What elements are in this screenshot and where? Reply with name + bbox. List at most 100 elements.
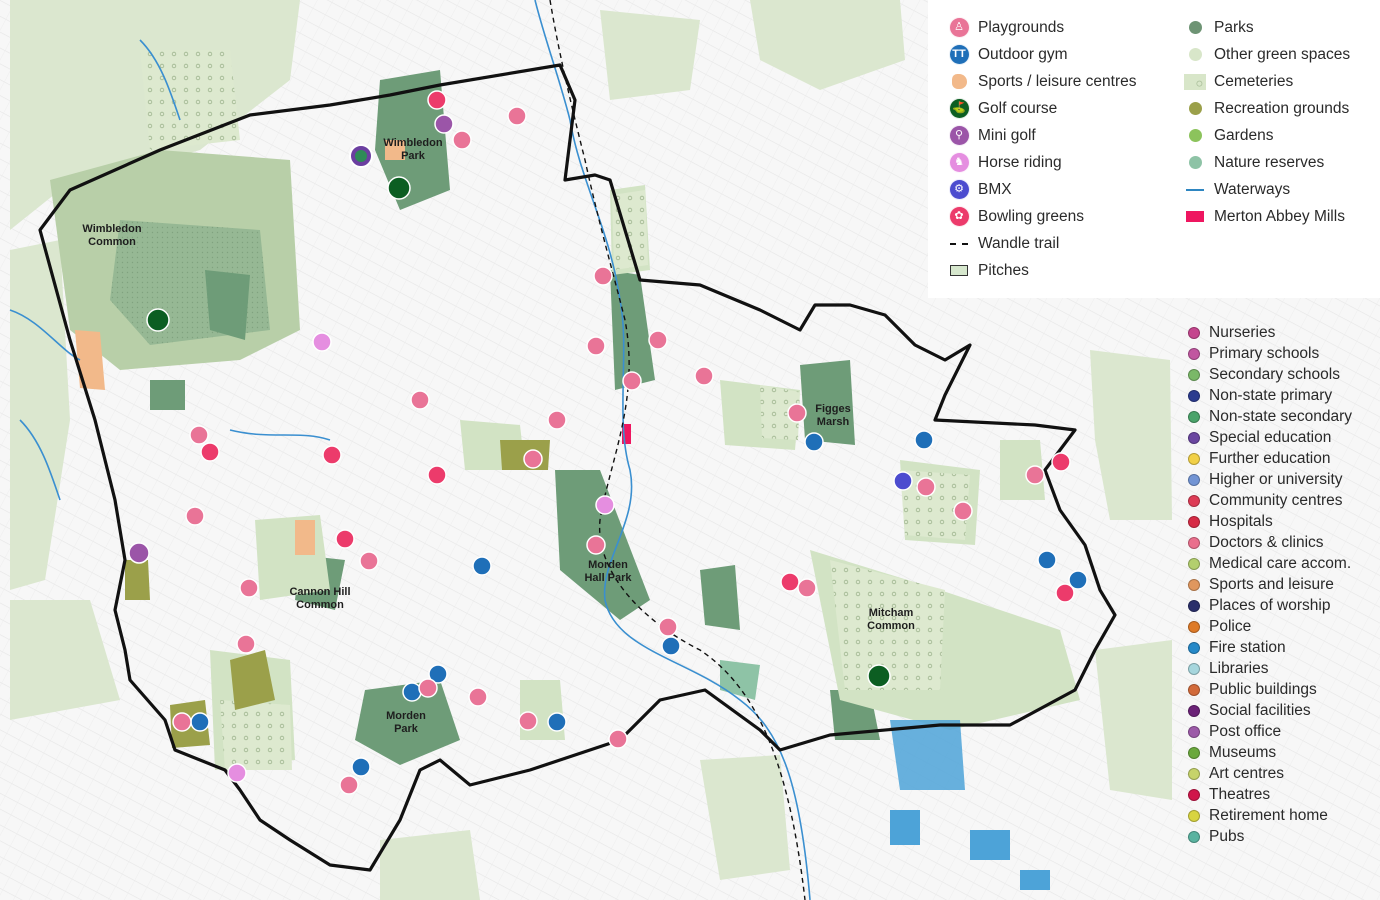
- facility-label: Hospitals: [1209, 512, 1273, 530]
- outdoor-gym-icon[interactable]: [914, 430, 934, 450]
- bowling-green-icon[interactable]: [1051, 452, 1071, 472]
- playground-icon[interactable]: [468, 687, 488, 707]
- playground-icon[interactable]: [797, 578, 817, 598]
- horse-riding-icon[interactable]: [595, 495, 615, 515]
- outdoor-gym-icon[interactable]: [1037, 550, 1057, 570]
- playground-icon[interactable]: [658, 617, 678, 637]
- bowling-green-icon[interactable]: [335, 529, 355, 549]
- bmx-icon[interactable]: [893, 471, 913, 491]
- legend-label: Horse riding: [978, 153, 1062, 171]
- playground-icon[interactable]: [593, 266, 613, 286]
- borough-boundary: [38, 63, 1117, 872]
- facility-legend-item: Libraries: [1172, 658, 1380, 679]
- legend-item: Gardens: [1184, 122, 1350, 149]
- parks-icon: [1184, 17, 1206, 39]
- facility-legend-item: Medical care accom.: [1172, 553, 1380, 574]
- facility-label: Primary schools: [1209, 344, 1320, 362]
- playground-icon[interactable]: [339, 775, 359, 795]
- playground-icon[interactable]: [236, 634, 256, 654]
- bowling-green-icon[interactable]: [780, 572, 800, 592]
- playground-icon[interactable]: [953, 501, 973, 521]
- legend-item: ⚙BMX: [948, 176, 1137, 203]
- facility-dot-icon: [1188, 662, 1200, 675]
- bowling-green-icon[interactable]: [322, 445, 342, 465]
- legend-label: Nature reserves: [1214, 153, 1325, 171]
- playground-icon[interactable]: [787, 403, 807, 423]
- golf-course-icon[interactable]: [387, 176, 411, 200]
- golf-course-icon[interactable]: [146, 308, 170, 332]
- playground-icon[interactable]: [185, 506, 205, 526]
- facility-dot-icon: [1188, 494, 1200, 507]
- facility-legend-item: Non-state secondary: [1172, 406, 1380, 427]
- golf-course-icon[interactable]: [867, 664, 891, 688]
- playground-icon[interactable]: [427, 90, 447, 110]
- facility-dot-icon: [1188, 767, 1200, 780]
- playground-icon[interactable]: [410, 390, 430, 410]
- outdoor-gym-icon[interactable]: [1068, 570, 1088, 590]
- facility-dot-icon: [1188, 704, 1200, 717]
- outdoor-gym-icon[interactable]: [472, 556, 492, 576]
- bowling-green-icon[interactable]: [200, 442, 220, 462]
- outdoor-gym-icon[interactable]: [351, 757, 371, 777]
- playground-icon[interactable]: [189, 425, 209, 445]
- facility-dot-icon: [1188, 641, 1200, 654]
- legend-item: Parks: [1184, 14, 1350, 41]
- playground-icon[interactable]: [359, 551, 379, 571]
- waterway-icon: [1184, 179, 1206, 201]
- horse-riding-icon[interactable]: [312, 332, 332, 352]
- outdoor-gym-icon[interactable]: [804, 432, 824, 452]
- facility-label: Social facilities: [1209, 701, 1311, 719]
- legend-item: Recreation grounds: [1184, 95, 1350, 122]
- facility-legend-item: Non-state primary: [1172, 385, 1380, 406]
- facility-label: Museums: [1209, 743, 1277, 761]
- playground-icon[interactable]: [172, 712, 192, 732]
- facility-legend-item: Doctors & clinics: [1172, 532, 1380, 553]
- map-markers[interactable]: [128, 90, 1088, 795]
- bowling-green-icon[interactable]: [1055, 583, 1075, 603]
- playground-icon[interactable]: [648, 330, 668, 350]
- playground-icon[interactable]: [1025, 465, 1045, 485]
- outdoor-gym-icon[interactable]: [428, 664, 448, 684]
- facility-label: Places of worship: [1209, 596, 1331, 614]
- playground-icon[interactable]: [518, 711, 538, 731]
- facility-label: Sports and leisure: [1209, 575, 1334, 593]
- playground-icon: ♙: [948, 17, 970, 39]
- mini-golf-icon[interactable]: [128, 542, 150, 564]
- playground-icon[interactable]: [622, 371, 642, 391]
- facility-dot-icon: [1188, 410, 1200, 423]
- outdoor-gym-icon[interactable]: [661, 636, 681, 656]
- facility-label: Retirement home: [1209, 806, 1328, 824]
- legend-label: Other green spaces: [1214, 45, 1351, 63]
- outdoor-gym-icon: TT: [948, 44, 970, 66]
- outdoor-gym-icon[interactable]: [190, 712, 210, 732]
- playground-icon[interactable]: [418, 678, 438, 698]
- legend-label: Wandle trail: [978, 234, 1060, 252]
- outdoor-gym-icon[interactable]: [547, 712, 567, 732]
- playground-icon[interactable]: [608, 729, 628, 749]
- legend-label: Merton Abbey Mills: [1214, 207, 1345, 225]
- sports-centre-icon: [948, 71, 970, 93]
- facility-label: Doctors & clinics: [1209, 533, 1324, 551]
- playground-icon[interactable]: [694, 366, 714, 386]
- mini-golf-icon[interactable]: [434, 114, 454, 134]
- legend-label: Parks: [1214, 18, 1254, 36]
- playground-icon[interactable]: [452, 130, 472, 150]
- wimbledon-tennis-icon[interactable]: [349, 144, 373, 168]
- playground-icon[interactable]: [586, 535, 606, 555]
- nature-reserves: [720, 660, 760, 700]
- playground-icon[interactable]: [586, 336, 606, 356]
- outdoor-gym-icon[interactable]: [402, 682, 422, 702]
- bowling-green-icon[interactable]: [427, 465, 447, 485]
- playground-icon[interactable]: [547, 410, 567, 430]
- legend-label: Recreation grounds: [1214, 99, 1350, 117]
- horse-riding-icon[interactable]: [227, 763, 247, 783]
- mini-golf-icon: ⚲: [948, 125, 970, 147]
- playground-icon[interactable]: [239, 578, 259, 598]
- playground-icon[interactable]: [507, 106, 527, 126]
- bmx-icon: ⚙: [948, 179, 970, 201]
- playground-icon[interactable]: [523, 449, 543, 469]
- playground-icon[interactable]: [916, 477, 936, 497]
